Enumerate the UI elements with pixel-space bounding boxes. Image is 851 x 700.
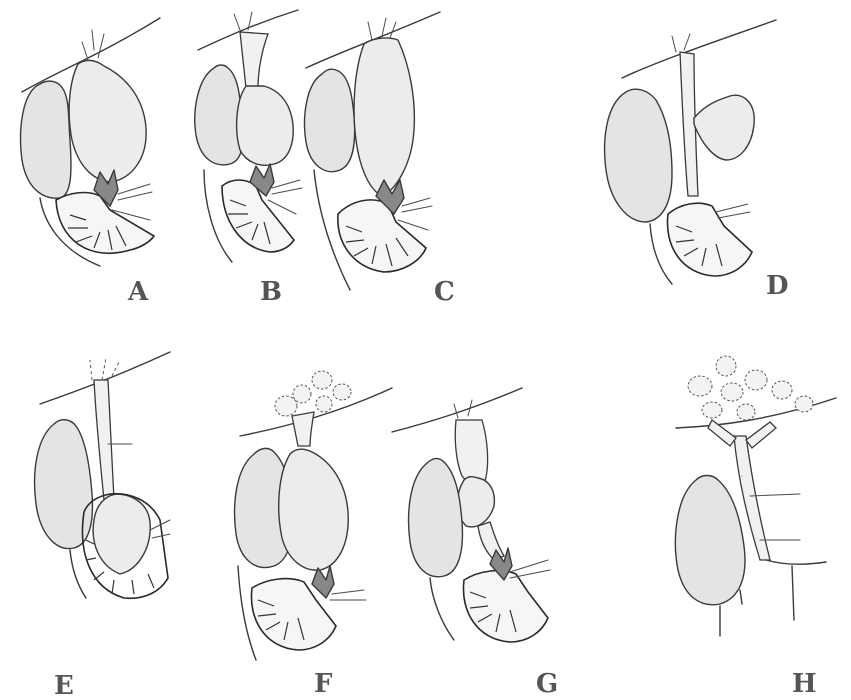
dilated-bile-duct: [69, 60, 146, 182]
panel-c: [305, 12, 440, 290]
dilated-bile-duct: [354, 38, 414, 196]
label-b: B: [260, 277, 282, 307]
dilated-bile-duct: [237, 86, 294, 165]
label-d: D: [766, 271, 789, 301]
panel-f: [235, 371, 392, 660]
intraduodenal-cyst: [93, 494, 150, 574]
label-f: F: [314, 669, 333, 699]
dilated-bile-duct: [457, 477, 494, 527]
panel-e: [35, 352, 170, 598]
gallbladder: [409, 458, 463, 576]
label-c: C: [434, 277, 455, 307]
duodenum: [338, 200, 426, 272]
panel-d: [605, 20, 776, 284]
label-g: G: [536, 669, 558, 699]
gallbladder: [675, 476, 745, 605]
panel-a: [21, 18, 160, 266]
panel-g: [392, 388, 550, 642]
dilated-bile-duct: [279, 449, 348, 570]
duodenum: [222, 180, 294, 252]
gallbladder: [305, 69, 355, 171]
bile-duct: [292, 412, 314, 446]
label-e: E: [54, 671, 74, 700]
label-h: H: [792, 669, 817, 699]
gallbladder: [605, 89, 672, 222]
gallbladder: [21, 81, 71, 198]
duodenum: [463, 571, 548, 642]
bile-duct: [94, 380, 114, 500]
gallbladder: [195, 65, 243, 165]
liver-edge: [622, 20, 776, 78]
panel-b: [195, 10, 302, 262]
bile-duct: [240, 32, 268, 88]
label-a: A: [127, 277, 149, 307]
gallbladder: [35, 420, 93, 549]
panel-h: [675, 356, 836, 636]
diverticulum: [694, 95, 754, 160]
liver-edge: [240, 388, 392, 436]
